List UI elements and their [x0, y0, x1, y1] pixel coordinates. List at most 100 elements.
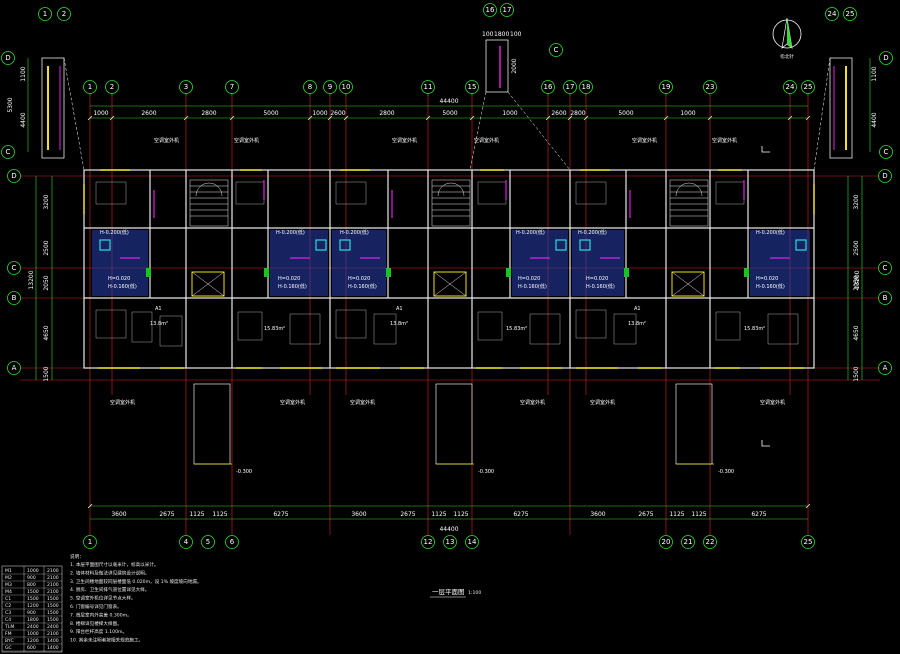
table-cell: 1000: [27, 631, 39, 637]
ac-label: 空调室外机: [760, 399, 785, 406]
dim-segment: 2600: [551, 110, 566, 117]
note-line: 9. 阳台栏杆高度 1.100m。: [70, 628, 127, 635]
axis-bubble-D-label: D: [5, 54, 10, 62]
axis-bubble-7: 7: [225, 80, 239, 94]
axis-bubble-C-label: C: [554, 46, 559, 54]
dim-segment: 3600: [590, 511, 605, 518]
exterior-level: -0.300: [718, 469, 734, 475]
axis-bubble-C: C: [1, 145, 15, 159]
right-total-dim: 13200: [854, 270, 861, 289]
note-line: 5. 空调室外机位详见节点大样。: [70, 595, 136, 602]
table-cell: 2100: [47, 589, 59, 595]
axis-bubble-C-label: C: [884, 148, 889, 156]
ac-label: 空调室外机: [474, 137, 499, 144]
table-cell: 800: [27, 582, 36, 588]
axis-bubble-D-label: D: [11, 172, 16, 180]
axis-bubble-4: 4: [179, 535, 193, 549]
dim-segment: 2500: [43, 240, 50, 255]
drawing-title-text: 一层平面图: [432, 588, 465, 596]
axis-bubble-22: 22: [703, 535, 717, 549]
level-label: H=0.020: [278, 276, 300, 282]
furniture: [95, 181, 799, 347]
level-label: H-0.160(低): [348, 283, 377, 290]
level-label: H-0.160(低): [108, 283, 137, 290]
axis-bubble-6: 6: [225, 535, 239, 549]
table-cell: M1: [5, 568, 12, 574]
stairwells: [189, 179, 709, 227]
axis-bubble-B-label: B: [883, 294, 888, 302]
axis-bubble-1-label: 1: [43, 10, 47, 18]
dimension-lines: [35, 105, 863, 520]
overall-dim-top: 44400: [439, 98, 458, 105]
axis-bubble-D: D: [7, 169, 21, 183]
dim-segment: 1125: [453, 511, 468, 518]
room-area: 13.8m²: [390, 321, 408, 327]
axis-bubble-1-label: 1: [88, 83, 92, 91]
note-line: 1. 本层平面图尺寸以毫米计，标高以米计。: [70, 561, 159, 568]
axis-bubble-25: 25: [801, 80, 815, 94]
axis-bubble-11: 11: [421, 80, 435, 94]
table-cell: TLM: [4, 624, 14, 630]
detail-right: 1100 4400: [813, 57, 878, 171]
axis-bubble-D: D: [1, 51, 15, 65]
note-line: 10. 其余未注明者按相关规范施工。: [70, 637, 143, 644]
section-marks: [761, 146, 770, 447]
dim-segment: 2600: [330, 110, 345, 117]
table-cell: 1500: [47, 596, 59, 602]
table-cell: C1: [5, 596, 11, 602]
axis-bubble-12-label: 12: [424, 538, 433, 546]
overall-dim-bottom: 44400: [439, 526, 458, 533]
table-cell: M2: [5, 575, 12, 581]
level-label: H=0.020: [108, 276, 130, 282]
axis-bubble-14: 14: [465, 535, 479, 549]
table-cell: C3: [5, 610, 11, 616]
axis-bubble-21-label: 21: [684, 538, 693, 546]
dim-segment: 1000: [680, 110, 695, 117]
dim-segment: 6275: [513, 511, 528, 518]
room-labels: 13.8m² 15.83m² 13.8m² 15.83m² 13.8m² 15.…: [110, 137, 785, 406]
axis-bubble-14-label: 14: [468, 538, 477, 546]
axis-bubble-3-label: 3: [184, 83, 188, 91]
level-label: H-0.160(低): [518, 283, 547, 290]
axis-bubble-8: 8: [303, 80, 317, 94]
table-cell: 1200: [27, 638, 39, 644]
table-cell: 1200: [27, 603, 39, 609]
table-cell: M4: [5, 589, 12, 595]
axis-bubble-19: 19: [659, 80, 673, 94]
axis-bubble-B-label: B: [12, 294, 17, 302]
axis-bubble-C: C: [878, 261, 892, 275]
ac-label: 空调室外机: [520, 399, 545, 406]
level-label: H-0.200(低): [756, 229, 785, 236]
table-cell: 2400: [27, 624, 39, 630]
dim-segment: 1500: [43, 366, 50, 381]
dim-segment: 2600: [141, 110, 156, 117]
detail-dim: 4400: [20, 112, 27, 127]
ac-label: 空调室外机: [712, 137, 737, 144]
detail-dim: 5300: [7, 97, 14, 112]
axis-bubble-21: 21: [681, 535, 695, 549]
axis-bubble-24-label: 24: [828, 10, 837, 18]
axis-bubble-12: 12: [421, 535, 435, 549]
axis-bubble-15-label: 15: [468, 83, 477, 91]
table-cell: C2: [5, 603, 11, 609]
table-cell: 1500: [27, 589, 39, 595]
axis-bubble-20: 20: [659, 535, 673, 549]
windows: [83, 169, 815, 369]
axis-bubble-10-label: 10: [342, 83, 351, 91]
dim-segment: 1125: [691, 511, 706, 518]
dim-segment: 4650: [43, 325, 50, 340]
dim-segment: 2800: [201, 110, 216, 117]
axis-bubble-9-label: 9: [328, 83, 332, 91]
room-area: 15.83m²: [506, 326, 527, 332]
axis-bubble-C-label: C: [883, 264, 888, 272]
drawing-scale: 1:100: [468, 590, 481, 596]
axis-bubble-23-label: 23: [706, 83, 715, 91]
table-cell: 1800: [27, 617, 39, 623]
detail-dim: 4400: [871, 112, 878, 127]
note-line: 3. 卫生间楼地面较同层楼面低 0.020m，设 1% 坡度坡向地漏。: [70, 578, 202, 585]
dim-segment: 2675: [400, 511, 415, 518]
axis-bubble-16-label: 16: [544, 83, 553, 91]
axis-bubble-10: 10: [339, 80, 353, 94]
